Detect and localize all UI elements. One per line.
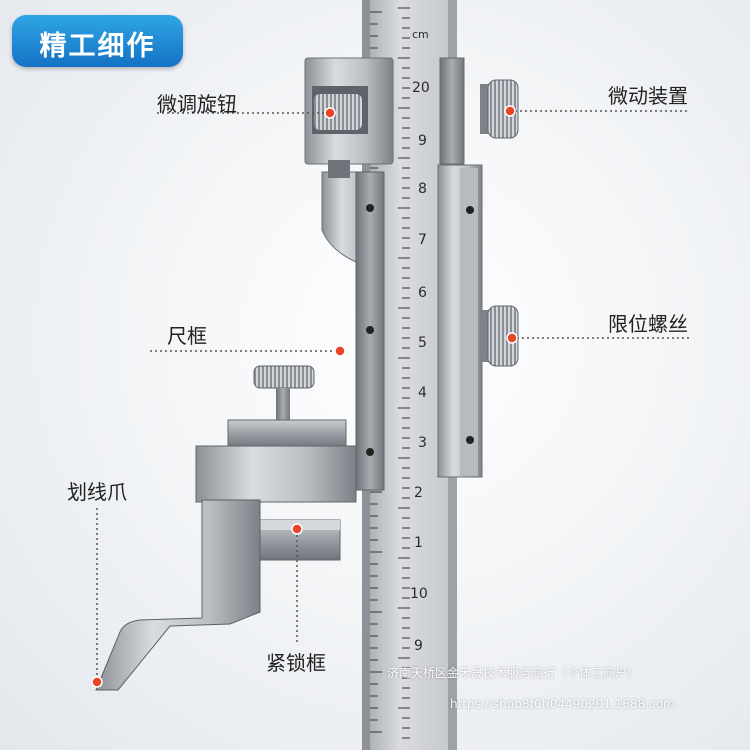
callout-fine-adjust-knob: 微调旋钮 [157, 92, 237, 116]
dot-scribing-claw [91, 676, 103, 688]
scale-frame-body [321, 160, 474, 491]
right-knobs [480, 79, 519, 367]
dot-micro-motion [504, 105, 516, 117]
fine-adjust-knurl [314, 94, 362, 130]
dot-scale-frame [334, 345, 346, 357]
dot-limit-screw [506, 332, 518, 344]
ruler-mark: 9 [418, 133, 427, 149]
ruler-labels: cm 20 9 8 7 6 5 4 3 2 1 10 9 [410, 28, 430, 654]
watermark-shop: 济南天桥区金禾晟技术服务商行（个体工商户） [387, 666, 640, 680]
title-badge: 精工细作 [12, 15, 183, 67]
scribing-claw [95, 499, 261, 691]
ruler-mark: 9 [414, 638, 423, 654]
callout-scribing-claw: 划线爪 [67, 480, 127, 504]
ruler-mark: 4 [418, 385, 427, 401]
callout-scale-frame: 尺框 [167, 324, 207, 348]
ruler-mark: 7 [418, 232, 427, 248]
ruler-mark: 2 [414, 485, 423, 501]
dot-locking-frame [291, 523, 303, 535]
ruler-mark: 8 [418, 181, 427, 197]
callout-locking-frame: 紧锁框 [266, 651, 326, 675]
clamp-assembly [195, 365, 357, 561]
ruler-mark: 6 [418, 285, 427, 301]
callout-micro-motion-device: 微动装置 [608, 84, 688, 108]
ruler-mark: 5 [418, 335, 427, 351]
callout-dots [91, 105, 518, 688]
title-badge-label: 精工细作 [39, 31, 156, 62]
ruler-unit: cm [412, 28, 429, 41]
ruler-mark: 3 [418, 435, 427, 451]
leader-lines [96, 110, 690, 678]
ruler-mark: 1 [414, 535, 423, 551]
watermark-url: https://shop8t0tj04490201.1688.com [450, 697, 675, 711]
ruler-mark: 20 [412, 80, 430, 96]
dot-fine-adjust [324, 107, 336, 119]
callout-limit-screw: 限位螺丝 [608, 312, 688, 336]
ruler-mark: 10 [410, 586, 428, 602]
